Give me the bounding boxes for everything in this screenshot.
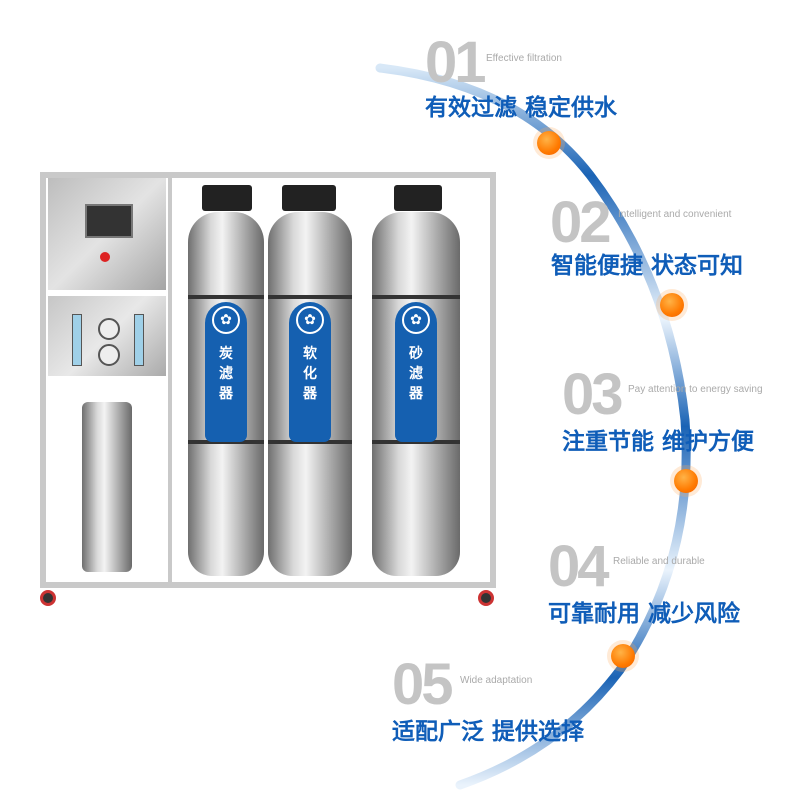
control-valve	[202, 185, 252, 211]
pressure-gauge-icon	[98, 318, 120, 340]
control-valve	[282, 185, 336, 211]
flow-meter-icon	[134, 314, 144, 366]
stop-button-icon	[100, 252, 110, 262]
feature-chinese: 注重节能 维护方便	[562, 429, 755, 455]
feature-chinese: 可靠耐用 减少风险	[548, 601, 741, 627]
tank-band	[372, 440, 460, 444]
feature-english: Effective filtration	[486, 53, 562, 64]
timeline-dot-4	[611, 644, 635, 668]
timeline-dot-3	[674, 469, 698, 493]
feature-number: 03	[562, 362, 623, 427]
feature-chinese: 适配广泛 提供选择	[392, 719, 585, 745]
feature-english: Reliable and durable	[613, 556, 705, 567]
feature-english: Intelligent and convenient	[618, 209, 732, 220]
touch-screen	[85, 204, 133, 238]
feature-number: 05	[392, 652, 453, 717]
brand-logo-icon: ✿	[296, 306, 324, 334]
caster-wheel	[40, 590, 56, 606]
tank-label-text: 软化器	[303, 346, 317, 402]
tank-label-text: 炭滤器	[219, 346, 233, 402]
feature-chinese: 有效过滤 稳定供水	[425, 95, 618, 121]
feature-number: 02	[550, 190, 611, 255]
tank-label: ✿ 软化器	[289, 302, 331, 442]
feature-chinese: 智能便捷 状态可知	[551, 253, 744, 279]
control-box	[48, 178, 166, 290]
brand-logo-icon: ✿	[402, 306, 430, 334]
tank-band	[268, 440, 352, 444]
pressure-gauge-icon	[98, 344, 120, 366]
caster-wheel	[478, 590, 494, 606]
feature-english: Wide adaptation	[460, 675, 533, 686]
tank-label: ✿ 炭滤器	[205, 302, 247, 442]
tank-label: ✿ 砂滤器	[395, 302, 437, 442]
flow-meter-icon	[72, 314, 82, 366]
tank-label-text: 砂滤器	[409, 346, 423, 402]
cartridge-filter	[82, 402, 132, 572]
tank-band	[188, 295, 264, 299]
tank-band	[188, 440, 264, 444]
brand-logo-icon: ✿	[212, 306, 240, 334]
tank-band	[372, 295, 460, 299]
feature-english: Pay attention to energy saving	[628, 384, 763, 395]
tank-band	[268, 295, 352, 299]
feature-number: 04	[548, 534, 609, 599]
timeline-dot-2	[660, 293, 684, 317]
gauge-panel	[48, 296, 166, 376]
control-valve	[394, 185, 442, 211]
tank-frame	[168, 172, 496, 588]
feature-number: 01	[425, 30, 486, 95]
timeline-dot-1	[537, 131, 561, 155]
